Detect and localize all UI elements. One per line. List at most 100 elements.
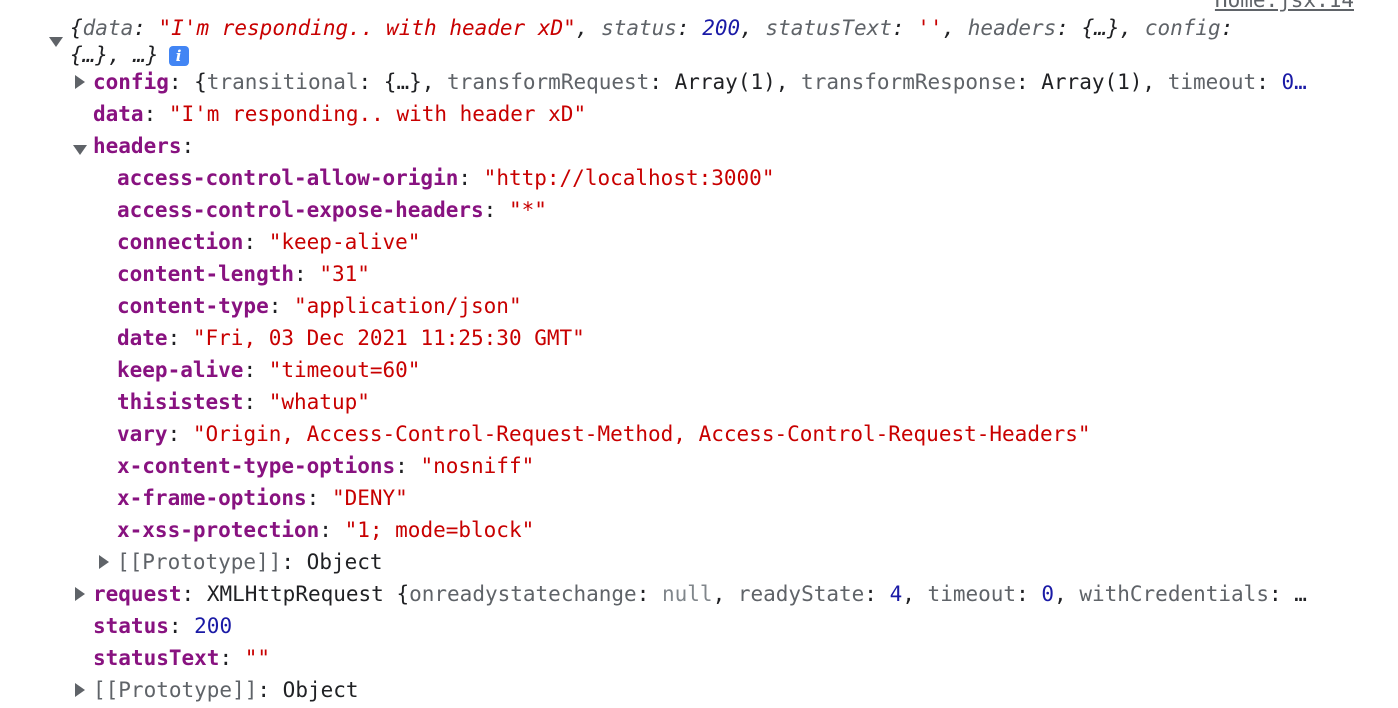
header-value: "*"	[508, 198, 547, 222]
summary-config-value: {…}	[70, 43, 108, 67]
header-value: "nosniff"	[420, 454, 535, 478]
header-entry-row: content-length: "31"	[117, 262, 370, 286]
header-key: x-xss-protection	[117, 518, 320, 542]
brace: {	[70, 16, 83, 40]
header-entry-row: x-xss-protection: "1; mode=block"	[117, 518, 535, 542]
summary-statustext-key: statusText	[765, 16, 892, 40]
preview-token: ,	[712, 582, 738, 606]
summary-headers-key: headers	[967, 16, 1057, 40]
preview-token: 0	[1041, 582, 1055, 606]
root-prototype-row[interactable]: [[Prototype]]: Object	[93, 678, 359, 702]
prototype-value: Object	[306, 550, 383, 574]
prototype-key: [[Prototype]]	[93, 678, 258, 702]
header-key: connection	[117, 230, 244, 254]
preview-token: :	[864, 582, 890, 606]
preview-token: 0…	[1281, 70, 1307, 94]
preview-token: ,	[902, 582, 928, 606]
status-value: 200	[194, 614, 233, 638]
request-row[interactable]: request: XMLHttpRequest {onreadystatecha…	[93, 582, 1307, 606]
header-value: "1; mode=block"	[344, 518, 535, 542]
summary-data-key: data	[82, 16, 134, 40]
expand-triangle-icon[interactable]	[73, 145, 87, 155]
header-entry-row: keep-alive: "timeout=60"	[117, 358, 421, 382]
prototype-key: [[Prototype]]	[117, 550, 282, 574]
summary-ellipsis: …	[133, 43, 146, 67]
header-entry-row: x-content-type-options: "nosniff"	[117, 454, 535, 478]
header-entry-row: content-type: "application/json"	[117, 294, 522, 318]
request-key: request	[93, 582, 182, 606]
header-entry-row: access-control-allow-origin: "http://loc…	[117, 166, 775, 190]
data-row: data: "I'm responding.. with header xD"	[93, 102, 587, 126]
summary-data-value: "I'm responding.. with header xD"	[158, 16, 576, 40]
expand-triangle-icon[interactable]	[99, 555, 109, 569]
preview-token: :	[1256, 70, 1282, 94]
expand-triangle-icon[interactable]	[75, 75, 85, 89]
status-key: status	[93, 614, 169, 638]
prototype-value: Object	[282, 678, 359, 702]
preview-token: 4	[889, 582, 903, 606]
summary-headers-value: {…}	[1081, 16, 1120, 40]
expand-triangle-icon[interactable]	[75, 587, 85, 601]
preview-token: : {…},	[358, 70, 448, 94]
header-value: "http://localhost:3000"	[483, 166, 775, 190]
header-key: access-control-allow-origin	[117, 166, 459, 190]
status-row: status: 200	[93, 614, 233, 638]
preview-token: timeout	[1167, 70, 1257, 94]
config-row[interactable]: config: {transitional: {…}, transformReq…	[93, 70, 1307, 94]
summary-config-key: config	[1144, 16, 1221, 40]
info-icon[interactable]: i	[168, 46, 189, 66]
data-value: "I'm responding.. with header xD"	[168, 102, 587, 126]
preview-token: transformRequest	[447, 70, 650, 94]
source-file-link[interactable]: Home.jsx:14	[1214, 0, 1354, 12]
header-value: "DENY"	[331, 486, 408, 510]
header-entry-row: connection: "keep-alive"	[117, 230, 421, 254]
header-entry-row: date: "Fri, 03 Dec 2021 11:25:30 GMT"	[117, 326, 585, 350]
preview-token: onreadystatechange	[409, 582, 637, 606]
header-entry-row: vary: "Origin, Access-Control-Request-Me…	[117, 422, 1091, 446]
header-value: "whatup"	[268, 390, 370, 414]
preview-token: : Array(1),	[1015, 70, 1168, 94]
summary-status-key: status	[601, 16, 677, 40]
preview-token: :	[636, 582, 662, 606]
preview-token: ,	[1054, 582, 1080, 606]
header-value: "Fri, 03 Dec 2021 11:25:30 GMT"	[192, 326, 585, 350]
preview-token: null	[661, 582, 713, 606]
summary-statustext-value: ''	[917, 16, 943, 40]
statustext-key: statusText	[93, 646, 220, 670]
preview-token: : …	[1268, 582, 1307, 606]
expand-triangle-icon[interactable]	[49, 37, 63, 47]
header-key: content-length	[117, 262, 295, 286]
object-summary[interactable]: {data: "I'm responding.. with header xD"…	[70, 16, 1234, 40]
summary-status-value: 200	[702, 16, 741, 40]
header-key: x-content-type-options	[117, 454, 396, 478]
object-summary-continued[interactable]: {…}, …}i	[70, 39, 189, 71]
preview-token: : Array(1),	[649, 70, 802, 94]
header-key: content-type	[117, 294, 269, 318]
preview-token: timeout	[927, 582, 1017, 606]
preview-token: transitional	[206, 70, 359, 94]
header-value: "Origin, Access-Control-Request-Method, …	[192, 422, 1091, 446]
header-value: "application/json"	[294, 294, 522, 318]
header-key: keep-alive	[117, 358, 244, 382]
header-entry-row: access-control-expose-headers: "*"	[117, 198, 547, 222]
statustext-row: statusText: ""	[93, 646, 271, 670]
headers-prototype-row[interactable]: [[Prototype]]: Object	[117, 550, 383, 574]
preview-token: XMLHttpRequest {	[206, 582, 410, 606]
header-key: date	[117, 326, 168, 350]
header-value: "31"	[319, 262, 370, 286]
header-key: x-frame-options	[117, 486, 307, 510]
header-key: thisistest	[117, 390, 244, 414]
header-key: access-control-expose-headers	[117, 198, 484, 222]
preview-token: withCredentials	[1079, 582, 1269, 606]
header-value: "timeout=60"	[268, 358, 421, 382]
header-value: "keep-alive"	[268, 230, 421, 254]
headers-row[interactable]: headers:	[93, 134, 195, 158]
header-key: vary	[117, 422, 168, 446]
expand-triangle-icon[interactable]	[75, 683, 85, 697]
headers-key: headers	[93, 134, 182, 158]
header-entry-row: thisistest: "whatup"	[117, 390, 370, 414]
data-key: data	[93, 102, 144, 126]
config-key: config	[93, 70, 169, 94]
preview-token: readyState	[737, 582, 865, 606]
statustext-value: ""	[244, 646, 271, 670]
